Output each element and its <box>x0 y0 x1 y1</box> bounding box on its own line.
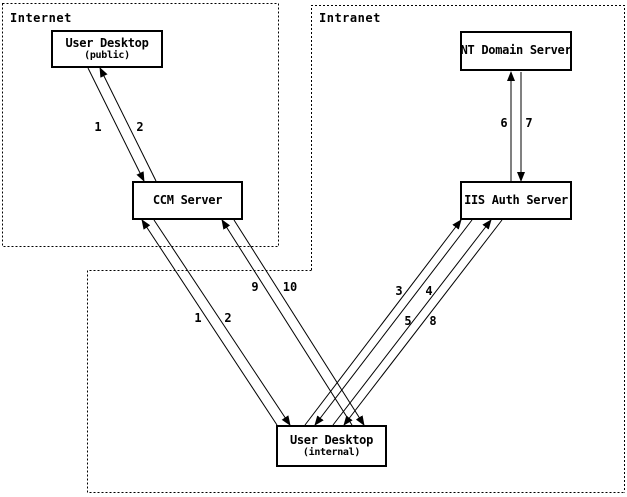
iis-auth-server-title: IIS Auth Server <box>464 192 568 207</box>
nt-domain-server-title: NT Domain Server <box>460 43 572 58</box>
connection-step-10 <box>233 219 365 426</box>
connection-step-8 <box>343 219 503 426</box>
connection-label-step-4: 4 <box>425 284 432 298</box>
internal-zone-border <box>87 270 625 493</box>
intranet-region-border <box>311 5 625 493</box>
connection-label-step-2-internal: 2 <box>224 311 231 325</box>
connection-label-step-9: 9 <box>251 280 258 294</box>
connection-step-5 <box>332 219 492 426</box>
user-desktop-internal: User Desktop(internal) <box>276 425 387 467</box>
connection-label-step-7: 7 <box>525 116 532 130</box>
iis-auth-server: IIS Auth Server <box>460 181 572 220</box>
connection-label-step-2-public: 2 <box>136 120 143 134</box>
user-desktop-public-subtitle: (public) <box>84 50 130 62</box>
connection-label-step-1-internal: 1 <box>194 311 201 325</box>
internet-region-border <box>2 3 279 247</box>
connection-step-9 <box>221 219 353 426</box>
user-desktop-public: User Desktop(public) <box>51 30 163 68</box>
connection-step-3 <box>304 219 462 426</box>
internet-region-label: Internet <box>10 11 72 25</box>
nt-domain-server: NT Domain Server <box>460 31 572 71</box>
user-desktop-internal-title: User Desktop <box>289 432 374 447</box>
connection-label-step-3: 3 <box>395 284 402 298</box>
connection-label-step-10: 10 <box>283 280 297 294</box>
connection-step-2-internal <box>153 219 291 426</box>
connection-step-1-internal <box>141 219 278 426</box>
connection-label-step-6: 6 <box>500 116 507 130</box>
connection-label-step-5: 5 <box>404 314 411 328</box>
ccm-server: CCM Server <box>132 181 243 220</box>
connection-step-1-public <box>87 67 145 182</box>
connection-step-2-public <box>99 67 157 182</box>
connection-step-4 <box>314 219 473 426</box>
connection-label-step-8: 8 <box>429 314 436 328</box>
user-desktop-internal-subtitle: (internal) <box>302 447 361 459</box>
user-desktop-public-title: User Desktop <box>65 35 149 50</box>
connection-label-step-1-public: 1 <box>94 120 101 134</box>
ccm-server-title: CCM Server <box>152 192 223 207</box>
intranet-region-label: Intranet <box>319 11 381 25</box>
